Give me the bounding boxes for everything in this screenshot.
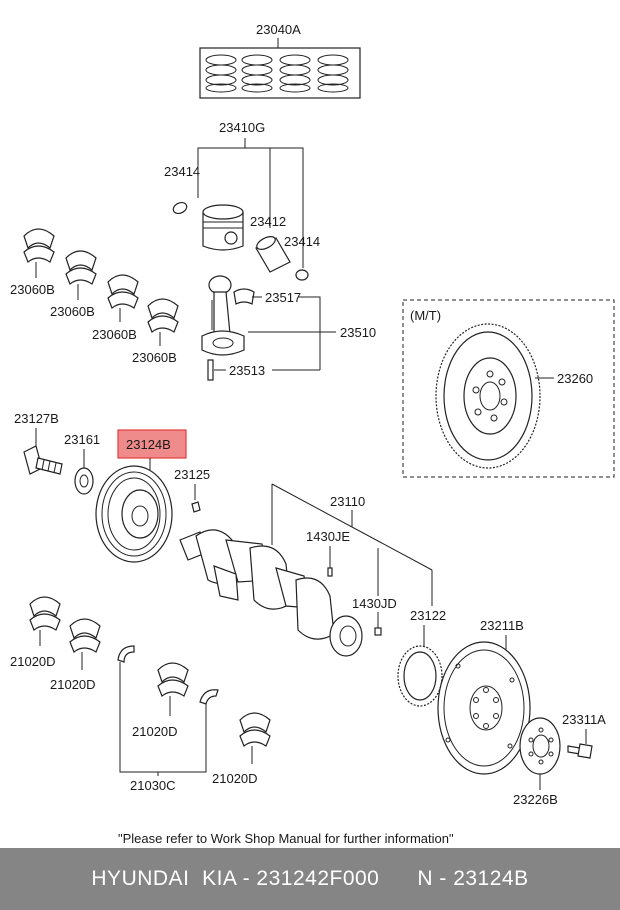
label-21020D-3: 21020D [132, 724, 178, 739]
flywheel-icon [435, 323, 541, 469]
bearing-shell-23060B-1[interactable]: 23060B [10, 228, 55, 297]
label-23412: 23412 [250, 214, 286, 229]
drive-plate-icon [437, 641, 531, 775]
pulley-icon [95, 465, 173, 563]
label-23414-top: 23414 [164, 164, 200, 179]
footer-text: HYUNDAI KIA - 231242F000 N - 23124B [91, 867, 529, 890]
flywheel-23260[interactable]: (M/T) 23260 [402, 299, 615, 478]
label-23161: 23161 [64, 432, 100, 447]
label-mt: (M/T) [410, 308, 441, 323]
label-21020D-2: 21020D [50, 677, 96, 692]
label-23060B-3: 23060B [92, 327, 137, 342]
label-23060B-4: 23060B [132, 350, 177, 365]
label-23127B: 23127B [14, 411, 59, 426]
reference-note: "Please refer to Work Shop Manual for fu… [118, 831, 454, 846]
label-23510: 23510 [340, 325, 376, 340]
label-23513: 23513 [229, 363, 265, 378]
mt-dashed-box [402, 299, 615, 478]
ring-gear-23122[interactable]: 23122 [397, 608, 446, 707]
piston-assembly-23410G[interactable]: 23410G 23414 23412 23414 [164, 120, 320, 281]
crankshaft-icon [179, 529, 363, 657]
label-23124B: 23124B [126, 437, 171, 452]
label-23226B: 23226B [513, 792, 558, 807]
main-bearing-21020D-1[interactable]: 21020D [10, 596, 61, 669]
drive-plate-23211B[interactable]: 23211B [437, 618, 531, 775]
label-23414-bottom: 23414 [284, 234, 320, 249]
part-number-footer: HYUNDAI KIA - 231242F000 N - 23124B [0, 848, 620, 910]
label-23211B: 23211B [480, 618, 524, 633]
label-23060B-2: 23060B [50, 304, 95, 319]
crankshaft-23110[interactable]: 23110 1430JE 1430JD [179, 483, 433, 657]
bearing-shell-23060B-4[interactable]: 23060B [132, 298, 179, 365]
label-23040A: 23040A [256, 22, 301, 37]
bolt-23311A[interactable]: 23311A [562, 712, 606, 759]
bolt-23127B[interactable]: 23127B [14, 411, 63, 475]
parts-diagram: 23040A 23410G 23414 23412 23414 [10, 22, 615, 846]
main-bearing-21020D-4[interactable]: 21020D [212, 712, 271, 786]
label-23260: 23260 [557, 371, 593, 386]
key-23125[interactable]: 23125 [174, 467, 210, 513]
label-21020D-4: 21020D [212, 771, 258, 786]
label-23060B-1: 23060B [10, 282, 55, 297]
label-21030C: 21030C [130, 778, 176, 793]
label-23517: 23517 [265, 290, 301, 305]
adapter-plate-23226B[interactable]: 23226B [513, 717, 561, 807]
thrust-washer-21030C[interactable]: 21030C [117, 645, 219, 793]
washer-23161[interactable]: 23161 [64, 432, 100, 495]
piston-pin-icon [255, 236, 291, 273]
bearing-shell-23060B-2[interactable]: 23060B [50, 250, 97, 319]
bolt-icon [23, 445, 63, 475]
label-21020D-1: 21020D [10, 654, 56, 669]
damper-pulley-23124B[interactable]: 23124B [95, 429, 187, 563]
label-1430JE: 1430JE [306, 529, 350, 544]
main-bearing-21020D-2[interactable]: 21020D [50, 618, 101, 692]
highlight-box-23124B [117, 429, 187, 459]
label-1430JD: 1430JD [352, 596, 397, 611]
piston-icon [202, 204, 244, 251]
label-23125: 23125 [174, 467, 210, 482]
label-23122: 23122 [410, 608, 446, 623]
label-23410G: 23410G [219, 120, 265, 135]
connecting-rod-icon [201, 275, 245, 356]
piston-ring-set-23040A[interactable]: 23040A [199, 22, 361, 99]
label-23311A: 23311A [562, 712, 606, 727]
bearing-shell-23060B-3[interactable]: 23060B [92, 274, 139, 342]
main-bearing-21020D-3[interactable]: 21020D [132, 662, 189, 739]
connecting-rod-23510[interactable]: 23517 23510 23513 [201, 275, 376, 381]
label-23110: 23110 [330, 494, 365, 509]
